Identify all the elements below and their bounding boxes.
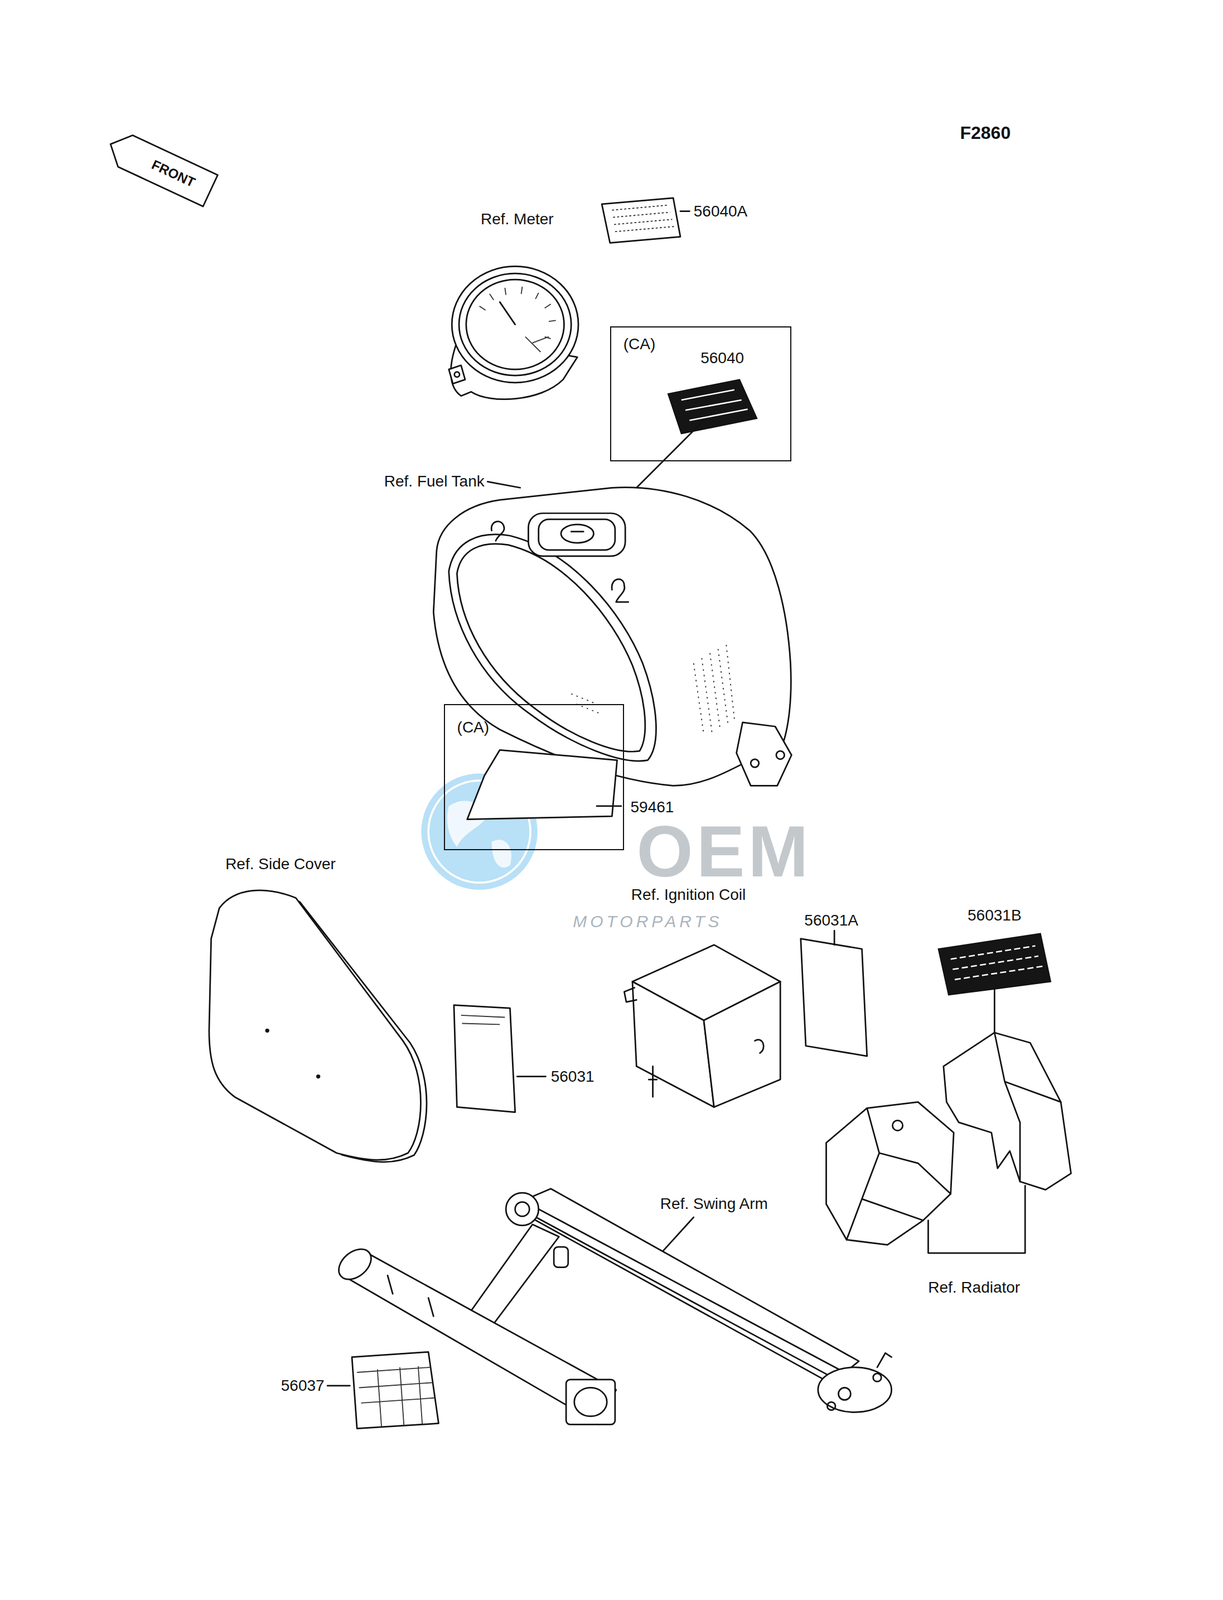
callout-number: 56031: [550, 1067, 595, 1086]
callout-number: 56040A: [693, 202, 748, 221]
radiator-illustration: [826, 1032, 1072, 1245]
part-name: Ref. Fuel Tank: [384, 472, 485, 491]
leader-line: [327, 1384, 350, 1386]
sticker: [601, 197, 681, 243]
region-box: (CA)59461: [443, 703, 625, 850]
callout-number: 56040: [700, 349, 744, 367]
callout-number: 56031B: [967, 906, 1022, 925]
leader-line: [627, 420, 704, 497]
leader-line: [993, 989, 996, 1036]
callout-number: 56031A: [804, 911, 859, 930]
sticker: [668, 379, 757, 434]
leader-line: [487, 481, 521, 488]
region-tag: (CA): [623, 334, 656, 353]
leader-line: [833, 930, 836, 945]
region-tag: (CA): [457, 718, 490, 737]
sticker: [938, 933, 1051, 995]
part-name: Ref. Meter: [480, 210, 554, 229]
part-name: Ref. Side Cover: [225, 854, 336, 873]
sticker: [800, 938, 868, 1056]
leader-line: [516, 1075, 546, 1077]
leader-line: [680, 210, 690, 212]
sticker: [467, 749, 618, 819]
ignition-coil-illustration: [624, 944, 781, 1108]
side-cover-illustration: [209, 890, 427, 1162]
direction-label: FRONT: [149, 156, 198, 191]
region-box: (CA) 56040: [610, 326, 792, 461]
leader-line: [596, 805, 622, 807]
part-name: Ref. Radiator: [927, 1278, 1021, 1297]
watermark: MOTORPARTS: [572, 911, 723, 931]
label-code: F2860: [959, 122, 1011, 143]
sticker: [351, 1351, 439, 1428]
front-arrow: [103, 128, 218, 207]
part-name: Ref. Ignition Coil: [631, 885, 746, 904]
leader-line: [663, 1216, 694, 1251]
callout-number: 56037: [281, 1376, 325, 1395]
leader-line: [927, 1185, 1026, 1253]
watermark: OEM: [636, 809, 812, 894]
part-name: Ref. Swing Arm: [660, 1194, 768, 1213]
sticker: [453, 1004, 516, 1113]
fuel-tank-illustration: [433, 487, 792, 786]
meter-illustration: [448, 266, 579, 399]
